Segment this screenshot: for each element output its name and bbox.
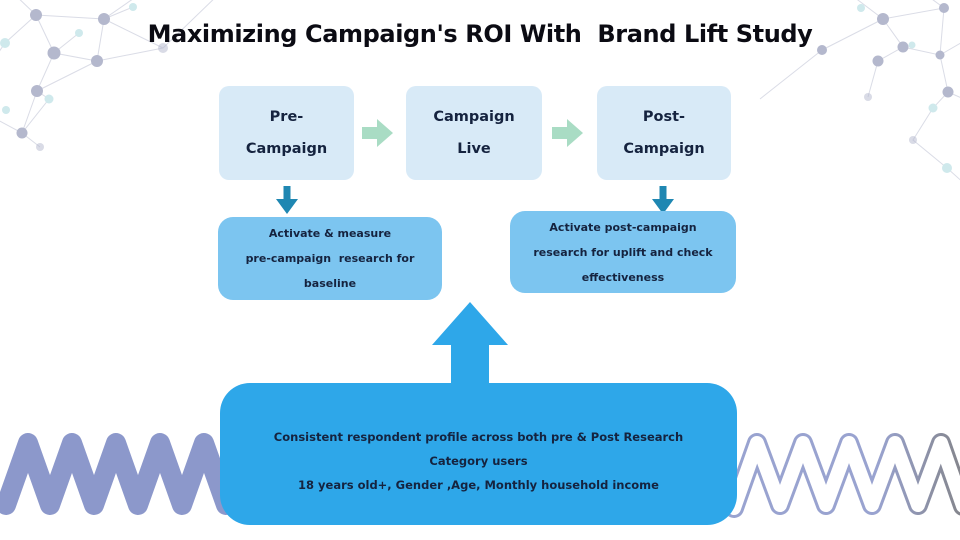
stage-label-line: Campaign xyxy=(623,141,705,157)
stage-box-pre-campaign: Pre- Campaign xyxy=(219,86,354,180)
base-text-line: Consistent respondent profile across bot… xyxy=(273,430,684,444)
network-graph-top-right xyxy=(759,0,960,181)
detail-text-line: Activate & measure xyxy=(268,227,392,240)
zigzag-wave-right xyxy=(724,433,960,518)
page-title: Maximizing Campaign's ROI With Brand Lif… xyxy=(147,20,813,48)
down-arrow-icon xyxy=(276,186,298,214)
stage-label-line: Post- xyxy=(642,109,686,125)
respondent-profile-text: Consistent respondent profile across bot… xyxy=(274,425,683,497)
stage-label-line: Campaign xyxy=(433,109,515,125)
detail-text-line: baseline xyxy=(303,277,357,290)
up-arrow-icon xyxy=(432,302,508,388)
detail-text-line: effectiveness xyxy=(581,270,665,284)
detail-box-pre-campaign: Activate & measure pre-campaign research… xyxy=(218,217,442,300)
base-text-line: Category users xyxy=(429,454,528,468)
stage-label-line: Pre- xyxy=(269,109,304,125)
network-graph-top-left xyxy=(0,0,214,151)
down-arrow-icon xyxy=(652,186,674,214)
stage-box-post-campaign: Post- Campaign xyxy=(597,86,731,180)
right-arrow-icon xyxy=(362,119,393,147)
detail-text-line: pre-campaign research for xyxy=(245,252,415,265)
zigzag-wave-left xyxy=(0,433,236,515)
respondent-profile-box: Consistent respondent profile across bot… xyxy=(220,383,737,525)
stage-box-campaign-live: Campaign Live xyxy=(406,86,542,180)
stage-label-line: Live xyxy=(457,141,491,157)
detail-text-line: Activate post-campaign xyxy=(549,220,697,234)
right-arrow-icon xyxy=(552,119,583,147)
stage-label-line: Campaign xyxy=(245,141,328,157)
detail-box-post-campaign: Activate post-campaign research for upli… xyxy=(510,211,736,293)
base-text-line: 18 years old+, Gender ,Age, Monthly hous… xyxy=(298,478,659,492)
detail-text-line: research for uplift and check xyxy=(533,245,713,259)
